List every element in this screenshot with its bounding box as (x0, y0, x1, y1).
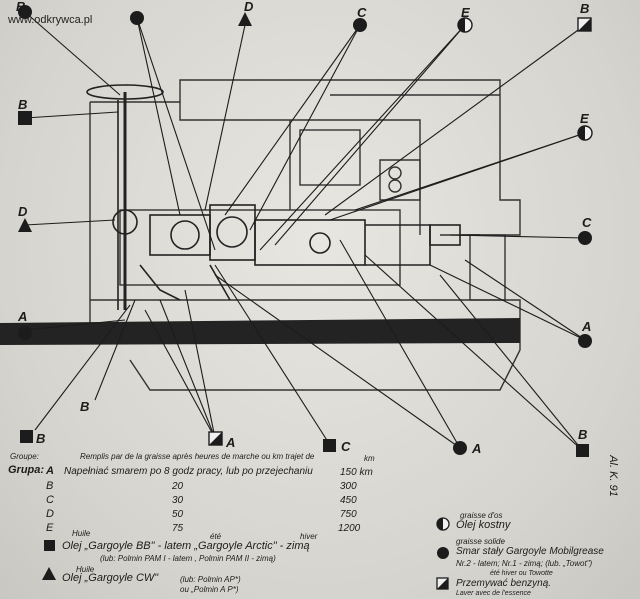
legend-oil-1-sub: (lub: Polmin PAM I - latem , Polmin PAM … (100, 554, 276, 563)
callout-label: A (18, 309, 28, 324)
legend-row-value: 20 (172, 481, 184, 492)
legend-petrol: Przemywać benzyną. (456, 578, 552, 589)
legend-row-group: C (46, 494, 54, 506)
legend-grease-1: Olej kostny (456, 519, 511, 531)
callout-label: C (582, 215, 592, 230)
callout-label: E (580, 111, 589, 126)
legend-row-group: D (46, 508, 54, 520)
callout-label: D (244, 0, 254, 14)
callout-label: A (582, 319, 592, 334)
legend-row-group: A (46, 465, 54, 477)
legend-groupe-pl: Grupa: (8, 464, 45, 476)
legend-row-km: 450 (340, 495, 357, 506)
callout-label: B (18, 97, 28, 112)
legend-row-group: E (46, 522, 54, 534)
legend-ete-1: été (210, 532, 222, 541)
reference-code: Al. K. 91 (607, 455, 620, 497)
legend-grease-2-sub: Nr.2 - latem; Nr.1 - zimą; (lub. „Towot"… (456, 559, 593, 568)
legend-grease-2: Smar stały Gargoyle Mobilgrease (456, 546, 604, 557)
callout-symbols (18, 5, 593, 457)
watermark: www.odkrywca.pl (8, 14, 93, 26)
chassis-outline (89, 79, 521, 391)
leader-lines (24, 11, 586, 451)
legend-huile-1: Huile (72, 529, 91, 538)
legend-oil-2-sub2: ou „Polmin A P*) (180, 585, 239, 594)
legend-grease-2-fr: graisse solide (456, 537, 505, 546)
legend-petrol-fr: Laver avec de l'essence (456, 590, 531, 597)
legend-groupe-fr: Groupe: (10, 452, 39, 461)
callout-label: B (36, 431, 46, 446)
legend-oil-2-sub: (lub: Polmin AP*) (180, 575, 241, 584)
legend-huile-2: Huile (76, 565, 95, 574)
callout-label: C (357, 5, 367, 20)
legend-french-header: Remplis par de la graisse après heures d… (80, 452, 315, 461)
callout-label: D (18, 204, 28, 219)
legend-hiver-1: hiver (300, 532, 318, 541)
callout-label: B (578, 427, 588, 442)
callout-label: B (80, 399, 90, 414)
callout-label: A (472, 441, 482, 456)
legend-row-km: 150 km (340, 467, 373, 478)
legend-polish-header: Napełniać smarem po 8 godz pracy, lub po… (64, 466, 313, 477)
legend-row-km: 300 (340, 481, 357, 492)
legend-row-km: 1200 (338, 523, 361, 534)
callout-label: C (341, 439, 351, 454)
legend-grease-2-tiny: été hiver ou Towotte (490, 570, 553, 577)
legend-oil-1: Olej „Gargoyle BB" - latem „Gargoyle Arc… (62, 540, 310, 552)
legend-km-header: km (364, 454, 375, 463)
callout-label: A (226, 435, 236, 450)
callout-label: B (580, 1, 590, 16)
callout-label: E (461, 5, 470, 20)
mechanism (86, 84, 480, 310)
legend-row-value: 30 (172, 495, 184, 506)
callout-label: B (16, 0, 26, 14)
legend-row-value: 50 (172, 509, 184, 520)
legend-symbols (42, 517, 450, 590)
legend-row-group: B (46, 480, 54, 492)
legend-oil-2: Olej „Gargoyle CW" (62, 572, 159, 584)
legend-row-value: 75 (172, 523, 184, 534)
legend-row-km: 750 (340, 509, 357, 520)
legend-grease-1-fr: graisse d'os (460, 511, 503, 520)
